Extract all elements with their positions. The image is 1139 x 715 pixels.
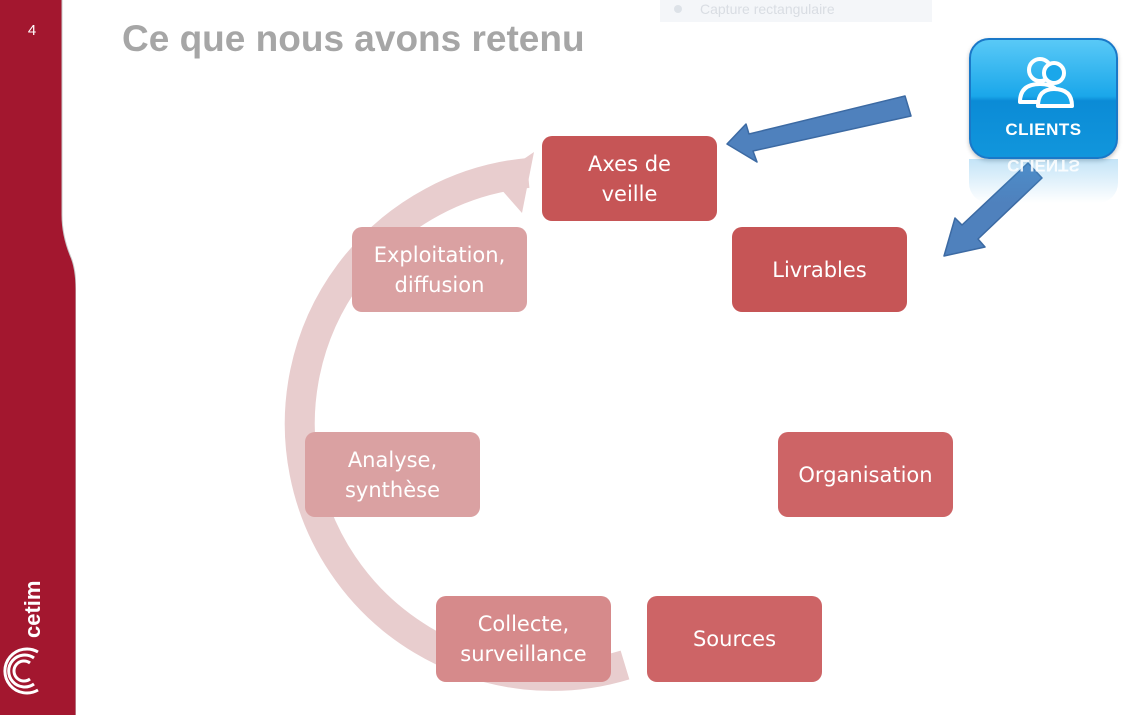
- node-label: Sources: [692, 627, 777, 651]
- node-analyse-synthese: Analyse, synthèse: [305, 432, 480, 517]
- node-label: Livrables: [772, 257, 867, 282]
- arrow-to-livrables: [943, 162, 1043, 257]
- slide-title: Ce que nous avons retenu: [122, 18, 585, 59]
- clients-label: CLIENTS: [1005, 120, 1082, 139]
- node-livrables: Livrables: [732, 227, 907, 312]
- arrow-to-axes: [726, 95, 912, 163]
- bullet-icon: [674, 5, 682, 13]
- capture-tooltip-label: Capture rectangulaire: [700, 1, 835, 17]
- clients-reflection: CLIENTS: [969, 159, 1118, 203]
- node-label: Organisation: [798, 462, 933, 487]
- capture-tooltip-ghost: Capture rectangulaire: [660, 0, 932, 22]
- page-number: 4: [27, 22, 37, 39]
- logo-text: cetim: [20, 581, 45, 638]
- node-label: Exploitation, diffusion: [373, 242, 506, 297]
- users-icon: [1018, 57, 1074, 108]
- node-sources: Sources: [647, 596, 822, 682]
- node-collecte-surveillance: Collecte, surveillance: [436, 596, 611, 682]
- clients-reflection-text: CLIENTS: [1007, 159, 1080, 175]
- node-label: Axes de veille: [588, 151, 671, 206]
- brand-sidebar: cetim: [0, 0, 76, 715]
- clients-badge: CLIENTS: [969, 38, 1118, 159]
- cetim-logo: cetim: [3, 581, 45, 695]
- node-label: Analyse, synthèse: [344, 447, 440, 502]
- node-axes-de-veille: Axes de veille: [542, 136, 717, 221]
- cycle-arrowhead: [493, 152, 534, 213]
- node-exploitation-diffusion: Exploitation, diffusion: [352, 227, 527, 312]
- node-organisation: Organisation: [778, 432, 953, 517]
- node-label: Collecte, surveillance: [460, 612, 587, 666]
